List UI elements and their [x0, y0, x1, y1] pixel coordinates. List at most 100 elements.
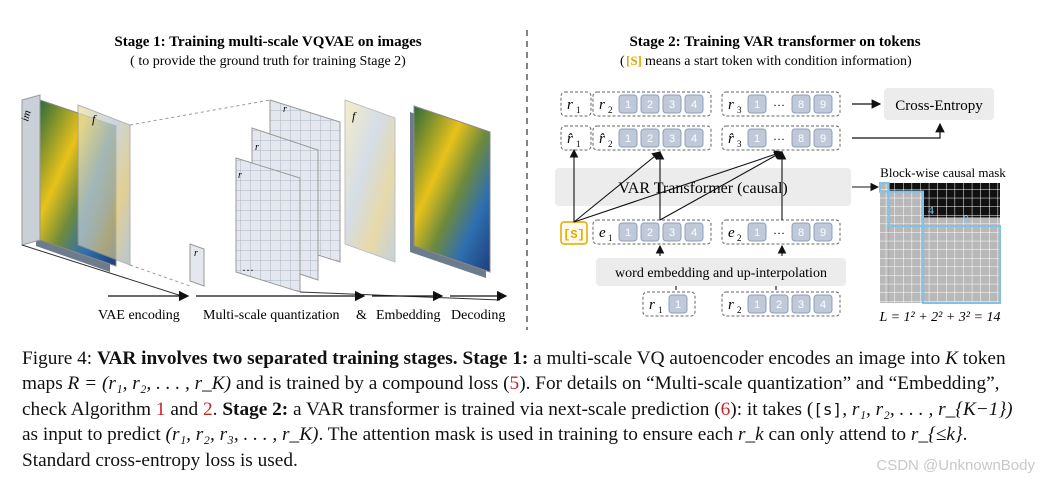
input-token-label: 4 [820, 299, 826, 311]
target-token [684, 94, 704, 114]
caption-ref[interactable]: 2 [203, 398, 213, 420]
caption-ref[interactable]: 6 [720, 398, 731, 420]
embed-token-label: 3 [669, 227, 675, 239]
embed-token-label: 1 [625, 227, 631, 239]
caption-math: r_{≤k} [910, 424, 963, 446]
caption-text: a multi-scale VQ autoencoder encodes an … [533, 348, 941, 369]
caption-ref[interactable]: 1 [155, 398, 166, 420]
embed-token [791, 222, 811, 242]
stage2-subtitle: ( [S] means a start token with condition… [620, 53, 912, 69]
rK2-label: r [238, 170, 242, 181]
embedding-label: word embedding and up-interpolation [615, 266, 827, 281]
cross-entropy-label: Cross-Entropy [895, 98, 983, 114]
target-token [791, 94, 811, 114]
caption-text: token maps [22, 348, 1006, 395]
embed-group-sub: 2 [737, 233, 742, 243]
pred-group-label: r̂ [599, 131, 605, 147]
caption-start-token: [s] [813, 399, 843, 419]
input-token [813, 294, 833, 314]
pred-token-label: 2 [647, 133, 653, 145]
pred-token [813, 128, 833, 148]
caption-text: as input to predict [22, 424, 161, 446]
target-token-label: 1 [625, 99, 631, 111]
fhat-label: f [352, 109, 357, 123]
stage1-subtitle: ( to provide the ground truth for traini… [130, 54, 406, 69]
multi-scale-grids: r r r r ··· [129, 99, 341, 293]
mask-title: Block-wise causal mask [880, 165, 1006, 180]
target-group [560, 91, 592, 117]
embed-token-label: 1 [754, 227, 760, 239]
input-token-label: 2 [776, 299, 782, 311]
pred-token [684, 128, 704, 148]
embed-token [618, 222, 638, 242]
r1-label: r [194, 248, 198, 259]
embed-token-label: 4 [691, 227, 697, 239]
input-group-label: r [728, 297, 734, 313]
pred-token [618, 128, 638, 148]
output-image [410, 105, 491, 278]
embed-token-label: 2 [647, 227, 653, 239]
caption-math: , r₁, r₂, . . . , r_{K−1}) [842, 398, 1013, 420]
target-token-label: 3 [669, 99, 675, 111]
step-embedding: Embedding [376, 308, 441, 323]
caption-ref[interactable]: 5 [509, 373, 520, 395]
input-token [769, 294, 789, 314]
embed-token [813, 222, 833, 242]
caption-text: ): it takes ( [730, 398, 814, 420]
target-group-label: r [599, 97, 605, 113]
embed-token-label: 9 [820, 227, 826, 239]
start-token-label: [S] [563, 228, 585, 242]
input-token [668, 294, 688, 314]
caption-math: r_k [737, 424, 764, 446]
target-token [747, 94, 767, 114]
flow-arrows [569, 148, 787, 290]
mask-label-9: 9 [963, 212, 969, 226]
rK-label: r [283, 104, 287, 115]
pred-token-label: 9 [820, 133, 826, 145]
im-label: im [19, 109, 33, 123]
caption-math: R = (r₁, r₂, . . . , r_K) [67, 373, 232, 395]
target-token [618, 94, 638, 114]
rK1-label: r [255, 142, 259, 153]
pred-token-label: 1 [625, 133, 631, 145]
stage2-title: Stage 2: Training VAR transformer on tok… [629, 34, 920, 50]
watermark: CSDN @UnknownBody [876, 457, 1035, 474]
cross-entropy-box [884, 88, 994, 120]
pred-token-label: 4 [691, 133, 697, 145]
target-group-label: r [567, 97, 573, 113]
step-multiscale-quant: Multi-scale quantization [203, 308, 339, 323]
stage1-title: Stage 1: Training multi-scale VQVAE on i… [114, 34, 421, 50]
embed-group-label: e [599, 225, 606, 241]
target-group-label: r [728, 97, 734, 113]
input-token [747, 294, 767, 314]
reconstructed-feature: f [344, 99, 396, 263]
pred-token [662, 128, 682, 148]
caption-text: . The attention mask is used in training… [318, 424, 734, 446]
pred-token [640, 128, 660, 148]
pred-group-sub: 1 [576, 139, 581, 149]
input-group-label: r [649, 297, 655, 313]
target-token [662, 94, 682, 114]
embed-group-sub: 1 [608, 233, 613, 243]
stage1-baseline [21, 244, 186, 298]
figure-diagram: Stage 1: Training multi-scale VQVAE on i… [19, 30, 1006, 330]
target-group-sub: 2 [608, 105, 613, 115]
caption-text: . [212, 398, 218, 420]
dots-label: ··· [242, 263, 254, 277]
caption-bold-summary: VAR involves two separated training stag… [97, 348, 458, 369]
var-transformer-label: VAR Transformer (causal) [618, 180, 787, 197]
embed-token-label: 8 [798, 227, 804, 239]
target-token-label: 2 [647, 99, 653, 111]
pred-group-label: r̂ [567, 131, 573, 147]
embed-token [662, 222, 682, 242]
subtitle-text: means a start token with condition infor… [645, 54, 912, 69]
target-token-ellipsis: ··· [773, 98, 785, 112]
embed-token [640, 222, 660, 242]
caption-fig-label: Figure 4: [22, 348, 93, 369]
embed-token-ellipsis: ··· [773, 226, 785, 240]
pred-token [747, 128, 767, 148]
embed-token [747, 222, 767, 242]
stage1-pipeline: VAE encoding Multi-scale quantization & … [98, 290, 508, 323]
subtitle-start-token: [S] [626, 53, 642, 68]
